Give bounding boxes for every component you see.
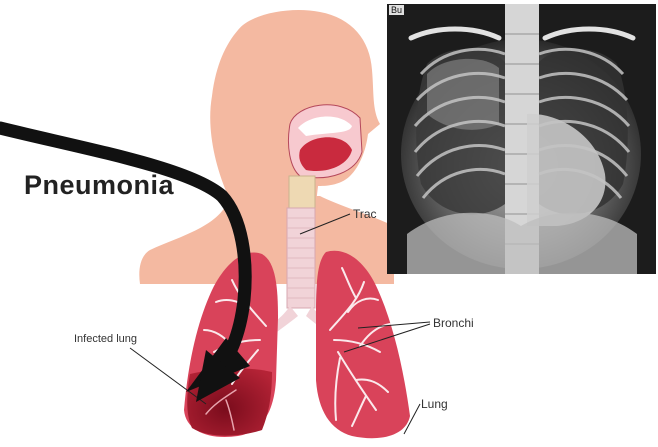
healthy-lung <box>316 251 410 438</box>
xray-corner-tag: Bu <box>389 5 404 15</box>
lung-label: Lung <box>421 397 448 411</box>
chest-xray-image: Bu <box>387 4 656 274</box>
xray-drawing <box>387 4 656 274</box>
infected-lung-label: Infected lung <box>74 333 137 345</box>
bronchi-label: Bronchi <box>433 316 474 330</box>
trachea-label: Trac <box>353 207 377 221</box>
nasal-oral-cavity <box>288 105 362 178</box>
diagram-title: Pneumonia <box>24 170 174 201</box>
